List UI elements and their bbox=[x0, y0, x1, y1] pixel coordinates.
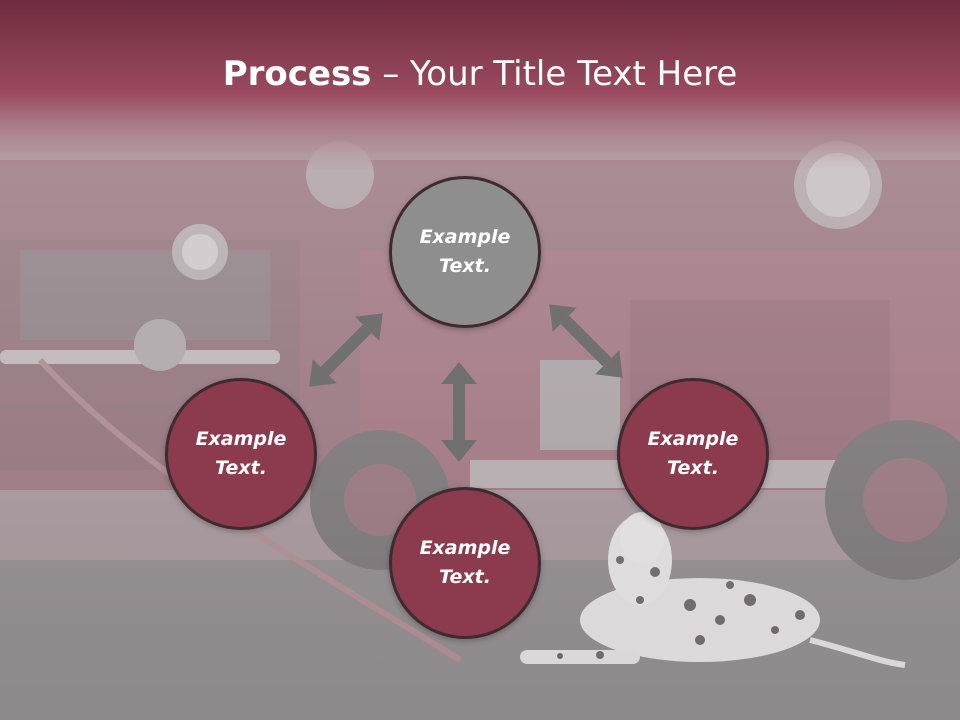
page-title: Process – Your Title Text Here bbox=[0, 52, 960, 96]
node-bottom-label: Example Text. bbox=[419, 537, 511, 588]
node-top-label: Example Text. bbox=[419, 226, 511, 277]
title-rest: – Your Title Text Here bbox=[371, 54, 738, 94]
process-node-bottom: Example Text. bbox=[389, 487, 541, 639]
process-node-left: Example Text. bbox=[165, 378, 317, 530]
process-node-right: Example Text. bbox=[617, 378, 769, 530]
node-left-label: Example Text. bbox=[195, 428, 287, 479]
node-right-label: Example Text. bbox=[647, 428, 739, 479]
process-node-top: Example Text. bbox=[389, 176, 541, 328]
title-bold: Process bbox=[222, 54, 372, 94]
